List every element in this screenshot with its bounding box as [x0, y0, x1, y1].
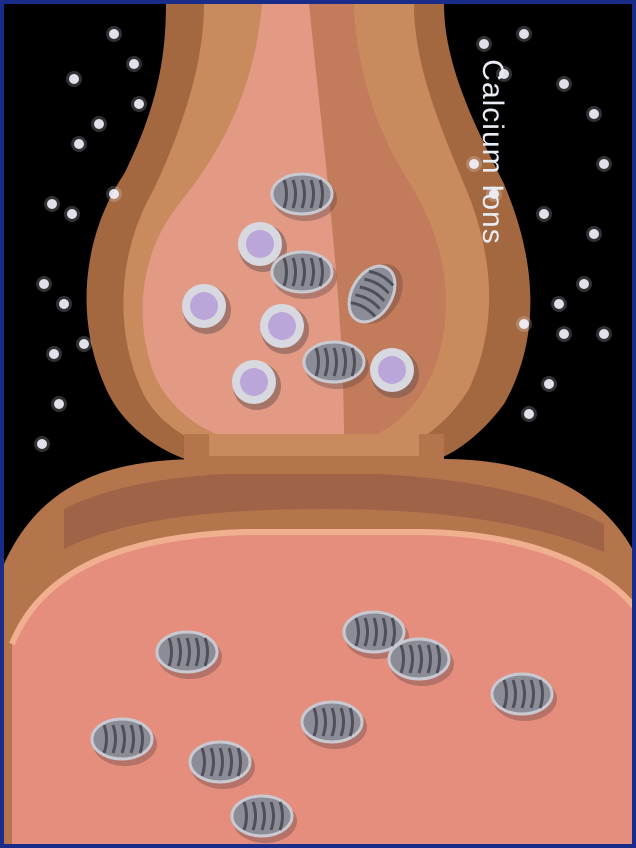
calcium-ion-icon	[46, 346, 62, 362]
calcium-ion-icon	[536, 206, 552, 222]
calcium-ion-icon	[596, 326, 612, 342]
calcium-ion-icon	[56, 296, 72, 312]
calcium-ion-icon	[586, 106, 602, 122]
synapse-illustration	[4, 4, 636, 848]
calcium-ion-icon	[576, 276, 592, 292]
calcium-ion-icon	[36, 276, 52, 292]
calcium-ions-label: Calcium Ions	[474, 42, 510, 262]
calcium-ion-icon	[556, 326, 572, 342]
calcium-ion-icon	[66, 71, 82, 87]
calcium-ion-icon	[91, 116, 107, 132]
calcium-ion-icon	[76, 336, 92, 352]
calcium-ion-icon	[106, 186, 122, 202]
calcium-ion-icon	[64, 206, 80, 222]
calcium-ion-icon	[71, 136, 87, 152]
calcium-ion-icon	[131, 96, 147, 112]
calcium-ion-icon	[596, 156, 612, 172]
calcium-ion-icon	[126, 56, 142, 72]
calcium-ion-icon	[551, 296, 567, 312]
calcium-ion-icon	[44, 196, 60, 212]
calcium-ion-icon	[541, 376, 557, 392]
terminal-neck-inner	[209, 434, 419, 456]
calcium-ion-icon	[521, 406, 537, 422]
calcium-ion-icon	[516, 26, 532, 42]
calcium-ion-icon	[516, 316, 532, 332]
calcium-ion-icon	[34, 436, 50, 452]
calcium-ion-icon	[586, 226, 602, 242]
calcium-ion-icon	[51, 396, 67, 412]
calcium-ion-icon	[556, 76, 572, 92]
calcium-ion-icon	[106, 26, 122, 42]
